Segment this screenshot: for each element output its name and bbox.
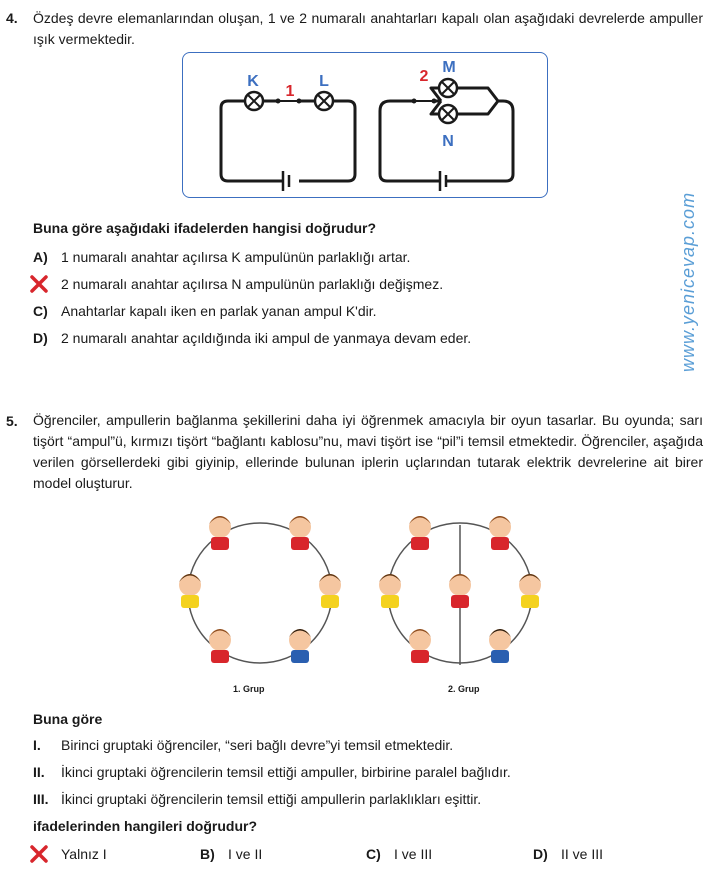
q5-statement-2-roman: II. xyxy=(33,764,45,780)
q5-question: ifadelerinden hangileri doğrudur? xyxy=(33,818,258,834)
q5-option-d-letter: D) xyxy=(533,846,548,862)
q5-number: 5. xyxy=(6,413,18,429)
q5-statement-1-roman: I. xyxy=(33,737,41,753)
q5-statement-3: III. İkinci gruptaki öğrencilerin temsil … xyxy=(33,789,481,809)
q4-stem: Özdeş devre elemanlarından oluşan, 1 ve … xyxy=(33,10,703,47)
q5-option-a[interactable]: A)Yalnız I xyxy=(33,844,107,864)
q5-option-b-letter: B) xyxy=(200,846,215,862)
q4-option-a-text: 1 numaralı anahtar açılırsa K ampulünün … xyxy=(61,249,411,265)
q5-option-d[interactable]: D) II ve III xyxy=(533,844,603,864)
q4-option-d[interactable]: D) 2 numaralı anahtar açıldığında iki amp… xyxy=(33,328,471,348)
q4-option-c[interactable]: C) Anahtarlar kapalı iken en parlak yanan… xyxy=(33,301,377,321)
group-1-caption: 1. Grup xyxy=(233,684,265,694)
q5-statement-3-roman: III. xyxy=(33,791,49,807)
label-k: K xyxy=(247,73,259,90)
q5-option-b[interactable]: B) I ve II xyxy=(200,844,262,864)
q5-stem: Öğrenciler, ampullerin bağlanma şekiller… xyxy=(33,412,703,491)
bulb-l xyxy=(313,90,335,112)
q5-option-c[interactable]: C) I ve III xyxy=(366,844,432,864)
bulb-m xyxy=(437,77,459,99)
label-n: N xyxy=(442,133,454,150)
cross-mark-icon xyxy=(30,845,48,863)
q5-statement-1: I. Birinci gruptaki öğrenciler, “seri bağ… xyxy=(33,735,453,755)
q5-statement-1-text: Birinci gruptaki öğrenciler, “seri bağlı… xyxy=(61,737,454,753)
q4-option-d-text: 2 numaralı anahtar açıldığında iki ampul… xyxy=(61,330,472,346)
q4-option-b[interactable]: B)2 numaralı anahtar açılırsa N ampulünü… xyxy=(33,274,443,294)
label-2: 2 xyxy=(420,68,429,85)
q5-option-b-text: I ve II xyxy=(228,846,263,862)
group-1-circle xyxy=(179,516,341,664)
q4-option-a-letter: A) xyxy=(33,249,48,265)
cross-mark-icon xyxy=(30,275,48,293)
q4-option-c-text: Anahtarlar kapalı iken en parlak yanan a… xyxy=(61,303,377,319)
q4-option-d-letter: D) xyxy=(33,330,48,346)
watermark: www.yenicevap.com xyxy=(672,150,704,380)
label-1: 1 xyxy=(286,83,295,100)
group-2-caption: 2. Grup xyxy=(448,684,480,694)
q5-statement-3-text: İkinci gruptaki öğrencilerin temsil etti… xyxy=(61,791,482,807)
label-l: L xyxy=(319,73,329,90)
q4-number: 4. xyxy=(6,10,18,26)
q5-option-d-text: II ve III xyxy=(561,846,604,862)
q5-option-a-text: Yalnız I xyxy=(61,846,107,862)
label-m: M xyxy=(442,59,455,76)
student-groups-illustration xyxy=(179,516,541,665)
q4-question: Buna göre aşağıdaki ifadelerden hangisi … xyxy=(33,220,377,236)
q5-statement-2-text: İkinci gruptaki öğrencilerin temsil etti… xyxy=(61,764,511,780)
q5-statement-2: II. İkinci gruptaki öğrencilerin temsil e… xyxy=(33,762,511,782)
q5-option-c-text: I ve III xyxy=(394,846,433,862)
q4-option-c-letter: C) xyxy=(33,303,48,319)
circuit-diagram-box: K L 1 2 M N xyxy=(182,52,548,198)
bulb-k xyxy=(243,90,265,112)
q4-option-a[interactable]: A) 1 numaralı anahtar açılırsa K ampulünü… xyxy=(33,247,410,267)
q4-option-b-text: 2 numaralı anahtar açılırsa N ampulünün … xyxy=(61,276,444,292)
group-2-circle xyxy=(379,516,541,665)
watermark-text: www.yenicevap.com xyxy=(678,191,698,372)
bulb-n xyxy=(437,103,459,125)
q5-option-c-letter: C) xyxy=(366,846,381,862)
q5-intro: Buna göre xyxy=(33,711,103,727)
circuit-diagram: K L 1 2 M N xyxy=(219,59,515,191)
